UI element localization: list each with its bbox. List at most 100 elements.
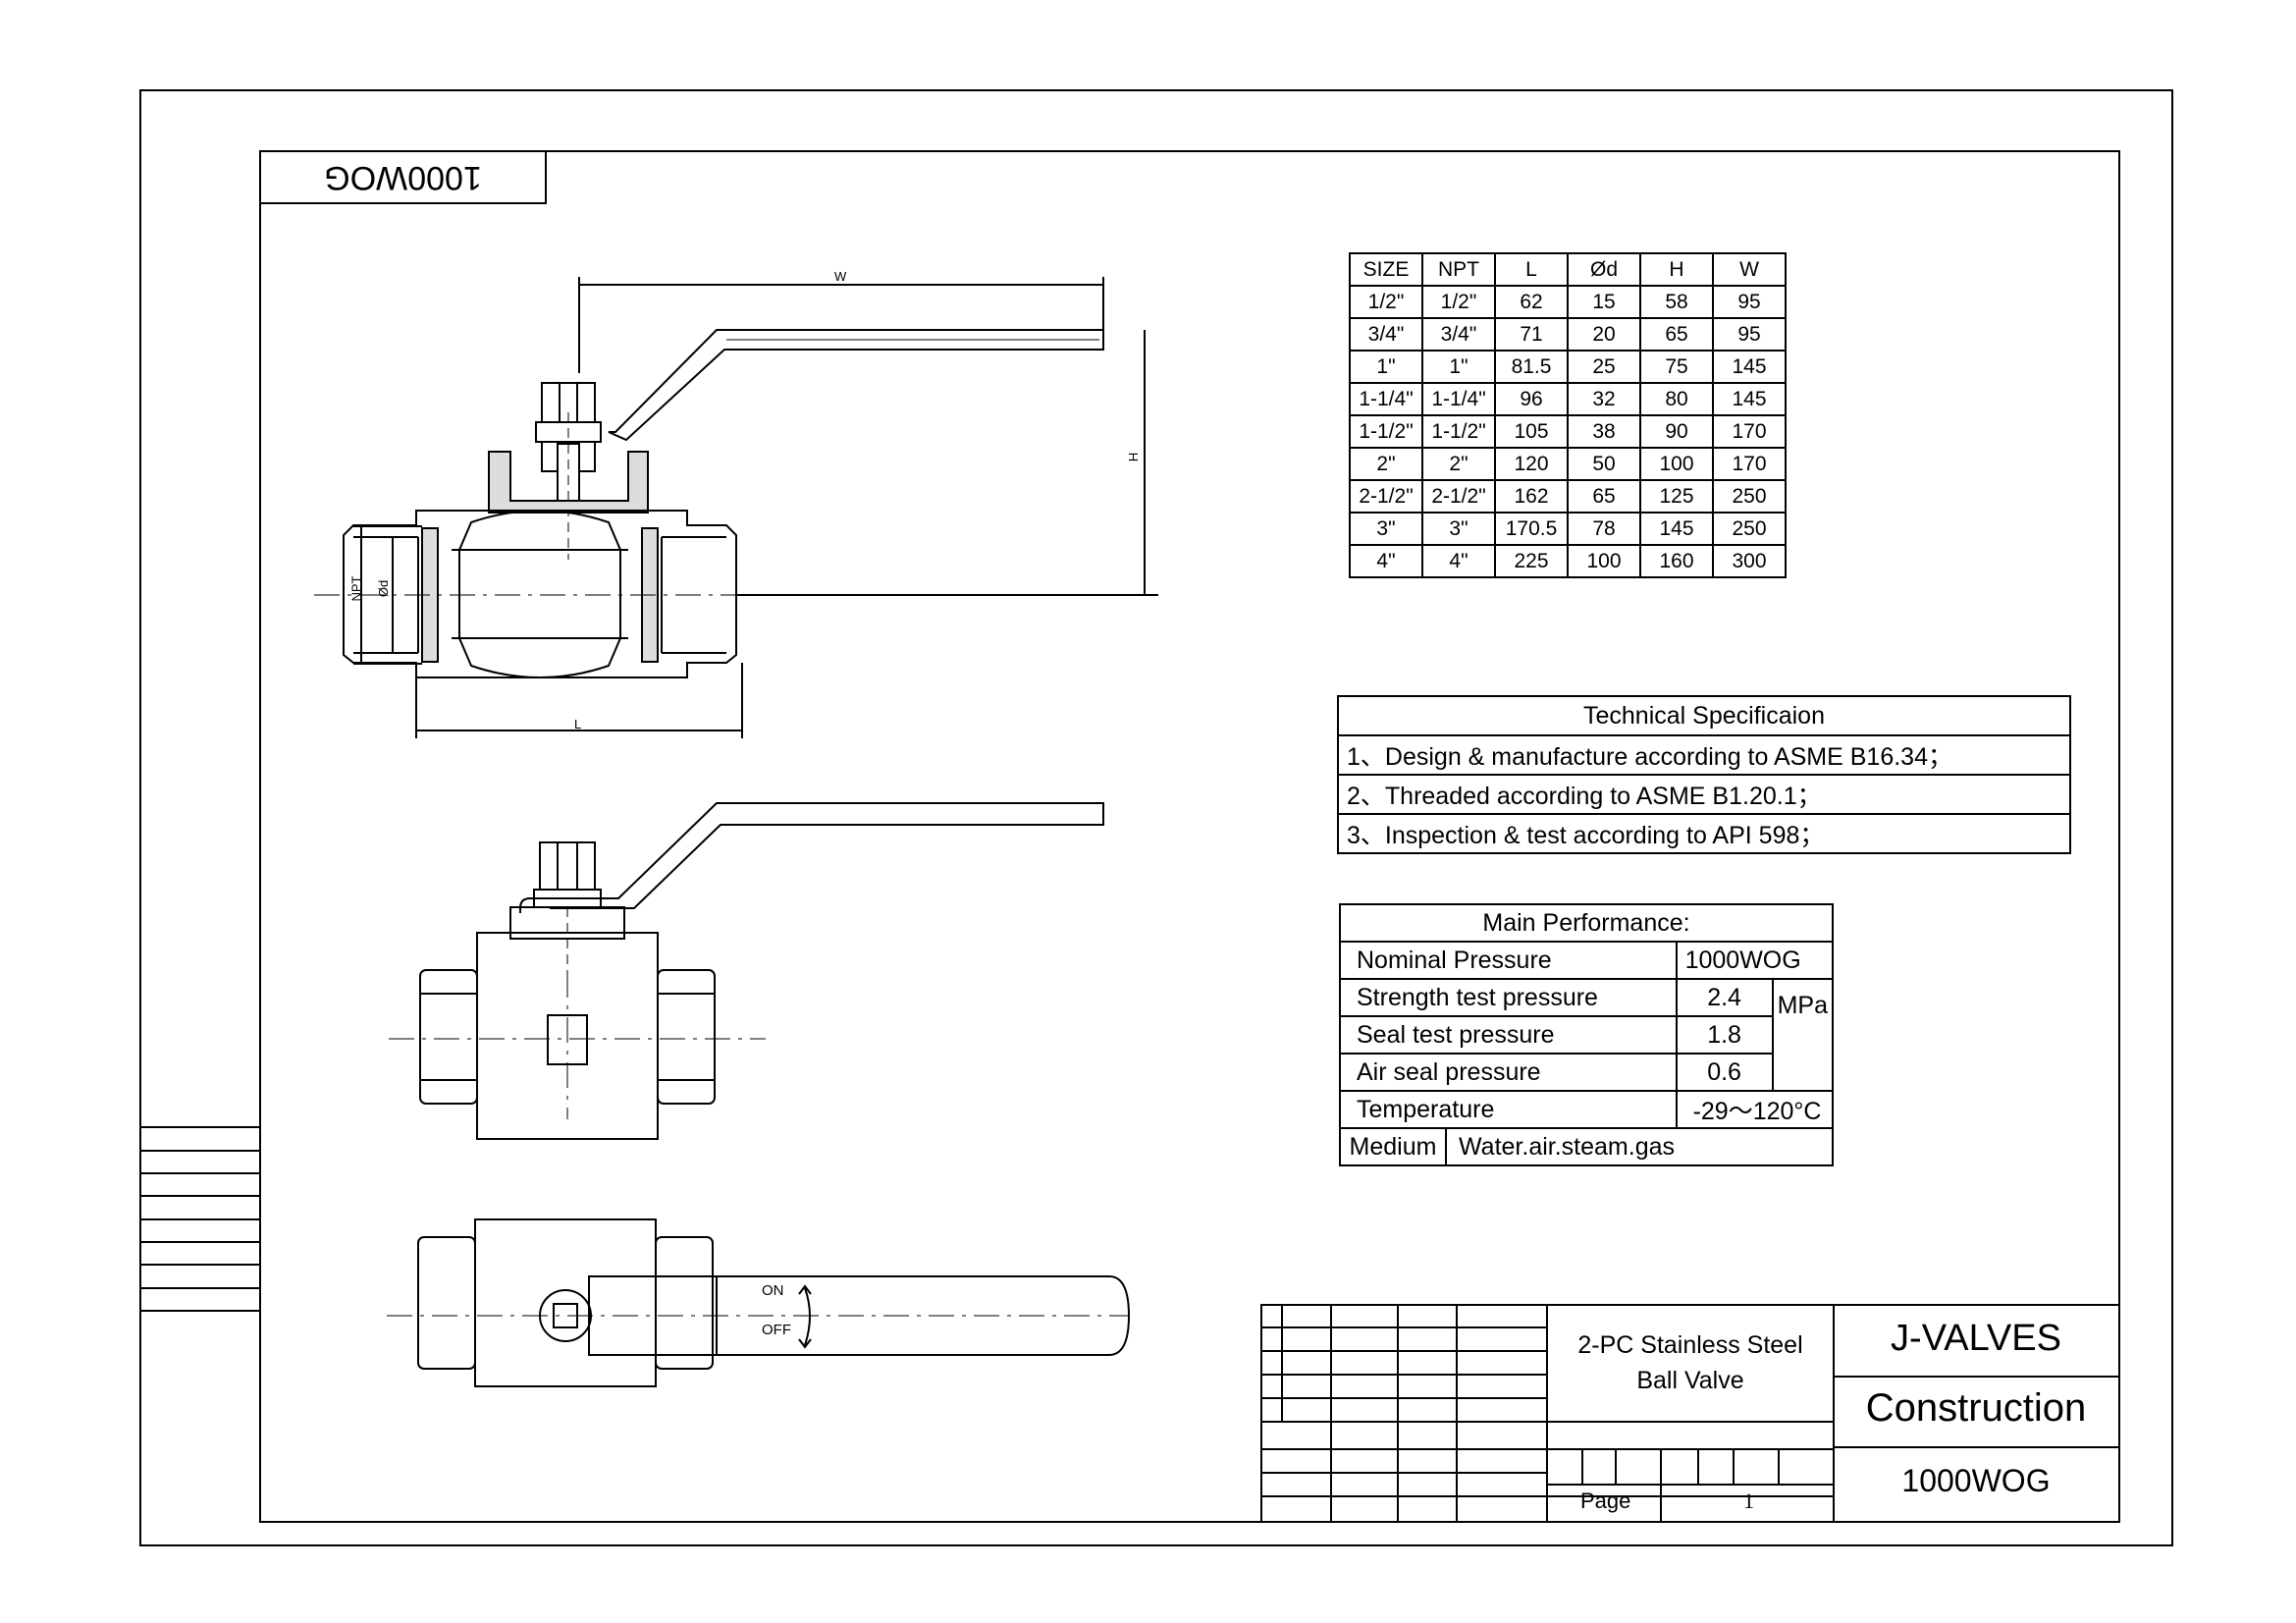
dimension-table-cell: 2" (1421, 447, 1496, 481)
page-label: Page (1580, 1488, 1631, 1513)
on-label: ON (762, 1282, 784, 1299)
seal-test-label: Seal test pressure (1339, 1015, 1678, 1055)
dimension-table-cell: 100 (1567, 544, 1641, 578)
dimension-table-cell: 125 (1639, 479, 1714, 514)
body-outline (343, 510, 737, 678)
dim-label-h: H (1126, 452, 1142, 462)
dimension-table-cell: 1-1/2" (1349, 414, 1423, 449)
handle (588, 1275, 1131, 1356)
product-name-line2: Ball Valve (1636, 1367, 1744, 1394)
dimension-table-cell: 3" (1421, 512, 1496, 546)
dimension-table-cell: 3/4" (1421, 317, 1496, 352)
dim-label-od: Ød (376, 579, 392, 598)
body (474, 1218, 657, 1387)
dimension-table-cell: 2-1/2" (1349, 479, 1423, 514)
corner-label: 1000WOG (324, 159, 482, 196)
product-name-line1: 2-PC Stainless Steel (1577, 1331, 1803, 1359)
dimension-table-header: NPT (1421, 252, 1496, 287)
dimension-table-header: L (1494, 252, 1569, 287)
rating-label: 1000WOG (1901, 1463, 2051, 1498)
tech-spec-item: 3、Inspection & test according to API 598… (1337, 813, 2071, 854)
direction-arrow (804, 1287, 811, 1346)
dimension-table-cell: 145 (1712, 382, 1787, 416)
technical-specification-table: Technical Specificaion 1、Design & manufa… (1337, 695, 2071, 854)
dimension-table-cell: 90 (1639, 414, 1714, 449)
dimension-table-cell: 225 (1494, 544, 1569, 578)
dimension-table-cell: 170 (1712, 447, 1787, 481)
dimension-table-cell: 1/2" (1349, 285, 1423, 319)
dimension-table-cell: 65 (1567, 479, 1641, 514)
seal-test-value: 1.8 (1675, 1015, 1774, 1055)
dimension-table-cell: 1-1/2" (1421, 414, 1496, 449)
dimension-table-cell: 3" (1349, 512, 1423, 546)
dimension-table-cell: 96 (1494, 382, 1569, 416)
dimension-table-cell: 250 (1712, 512, 1787, 546)
tech-spec-item: 1、Design & manufacture according to ASME… (1337, 734, 2071, 776)
handle (519, 802, 1104, 913)
corner-label-box (259, 150, 547, 204)
dimension-table-cell: 75 (1639, 350, 1714, 384)
dimension-table-cell: 80 (1639, 382, 1714, 416)
performance-title: Main Performance: (1339, 903, 1834, 943)
dimension-table-cell: 81.5 (1494, 350, 1569, 384)
dimension-table-cell: 71 (1494, 317, 1569, 352)
dimension-table-cell: 100 (1639, 447, 1714, 481)
dim-label-npt: NPT (348, 575, 364, 602)
dimension-table-cell: 50 (1567, 447, 1641, 481)
temperature-value: -29～120°C (1675, 1090, 1835, 1129)
dimension-table-cell: 145 (1639, 512, 1714, 546)
outer-frame (139, 89, 2173, 1546)
dimension-table-cell: 20 (1567, 317, 1641, 352)
air-seal-value: 0.6 (1675, 1053, 1774, 1092)
dimension-table-cell: 4" (1349, 544, 1423, 578)
left-margin-stubs (139, 1126, 259, 1312)
dimension-table-cell: 1" (1349, 350, 1423, 384)
stem-nut (539, 841, 596, 891)
pressure-unit: MPa (1771, 978, 1835, 1092)
tech-spec-title: Technical Specificaion (1337, 695, 2071, 736)
inner-frame (259, 150, 2120, 1523)
dim-label-l: L (574, 717, 582, 731)
medium-value: Water.air.steam.gas (1445, 1127, 1834, 1166)
dimension-table-cell: 1-1/4" (1349, 382, 1423, 416)
main-performance-table: Main Performance: Nominal Pressure 1000W… (1339, 903, 1835, 1166)
page-number: 1 (1743, 1488, 1754, 1513)
dimension-table-cell: 78 (1567, 512, 1641, 546)
medium-label: Medium (1339, 1127, 1447, 1166)
valve-top-view (387, 1218, 1131, 1387)
dimension-table-cell: 65 (1639, 317, 1714, 352)
dimension-table-cell: 1-1/4" (1421, 382, 1496, 416)
dimension-table-cell: 162 (1494, 479, 1569, 514)
dimension-table-cell: 95 (1712, 317, 1787, 352)
drawing-type: Construction (1865, 1386, 2087, 1430)
dimension-table-header: Ød (1567, 252, 1641, 287)
dimension-table-cell: 58 (1639, 285, 1714, 319)
dimension-table-header: W (1712, 252, 1787, 287)
strength-test-label: Strength test pressure (1339, 978, 1678, 1017)
dimension-table-cell: 62 (1494, 285, 1569, 319)
ball (458, 510, 621, 678)
dimension-table-cell: 38 (1567, 414, 1641, 449)
dimension-table-cell: 145 (1712, 350, 1787, 384)
dimension-table-header: SIZE (1349, 252, 1423, 287)
dimension-table-cell: 105 (1494, 414, 1569, 449)
dimension-table-cell: 2-1/2" (1421, 479, 1496, 514)
dimension-table-cell: 3/4" (1349, 317, 1423, 352)
valve-section-view (314, 277, 1158, 738)
company-name: J-VALVES (1891, 1318, 2061, 1359)
dimension-table-cell: 170 (1712, 414, 1787, 449)
dim-label-w: W (834, 269, 847, 284)
dimension-table-header: H (1639, 252, 1714, 287)
air-seal-label: Air seal pressure (1339, 1053, 1678, 1092)
dimension-table-cell: 32 (1567, 382, 1641, 416)
dimension-table-cell: 4" (1421, 544, 1496, 578)
off-label: OFF (762, 1322, 791, 1338)
dimension-table-cell: 95 (1712, 285, 1787, 319)
